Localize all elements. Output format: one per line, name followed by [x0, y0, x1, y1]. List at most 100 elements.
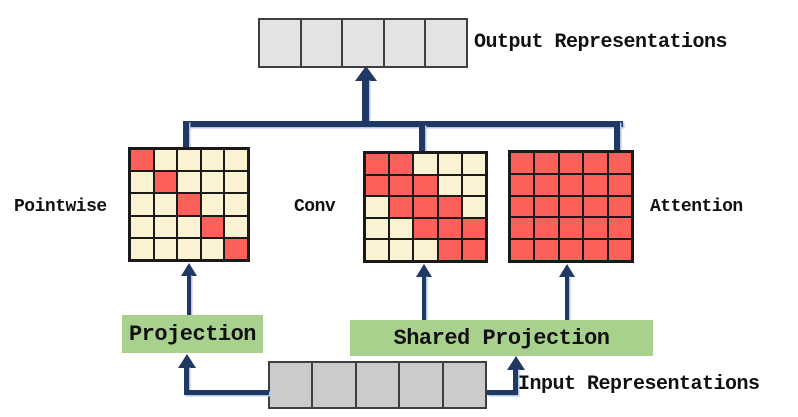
- matrix-cell-active: [224, 237, 248, 260]
- matrix-cell-active: [413, 217, 438, 240]
- arrowhead-up-to-output-icon: [355, 66, 377, 81]
- matrix-cell-inactive: [200, 171, 225, 194]
- connector-output-vertical: [362, 79, 369, 124]
- connector-shared-to-conv: [422, 275, 426, 321]
- conv-label: Conv: [294, 197, 336, 217]
- matrix-cell-inactive: [130, 193, 154, 216]
- matrix-cell-active: [461, 217, 486, 240]
- matrix-cell-active: [583, 217, 608, 240]
- output-representations-label: Output Representations: [474, 31, 728, 54]
- connector-drop-conv: [419, 124, 425, 152]
- matrix-cell-inactive: [200, 237, 225, 260]
- matrix-cell-active: [534, 217, 559, 240]
- matrix-cell-active: [607, 239, 632, 261]
- matrix-cell-active: [583, 173, 608, 196]
- matrix-cell-inactive: [389, 217, 414, 240]
- matrix-cell-active: [177, 193, 201, 216]
- matrix-cell-inactive: [365, 217, 390, 240]
- matrix-cell-active: [583, 195, 608, 218]
- matrix-cell-active: [558, 239, 584, 261]
- elbow-left-horizontal: [184, 390, 269, 395]
- matrix-cell-inactive: [130, 237, 154, 260]
- matrix-cell-active: [130, 149, 154, 172]
- matrix-cell-inactive: [177, 215, 201, 238]
- matrix-cell-active: [413, 196, 438, 218]
- matrix-cell-active: [607, 195, 632, 218]
- matrix-cell-inactive: [413, 153, 438, 175]
- arrowhead-up-to-projection-icon: [178, 354, 196, 368]
- attention-matrix: [508, 150, 634, 263]
- matrix-cell-inactive: [461, 196, 486, 218]
- arrowhead-up-to-pointwise-icon: [181, 263, 197, 276]
- matrix-cell-active: [510, 173, 535, 196]
- matrix-cell-active: [534, 239, 559, 261]
- arrowhead-up-to-conv-icon: [416, 264, 432, 277]
- matrix-cell-active: [389, 196, 414, 218]
- input-representations-label: Input Representations: [518, 373, 760, 396]
- matrix-cell-active: [583, 239, 608, 261]
- matrix-cell-active: [510, 152, 535, 174]
- matrix-cell-active: [583, 152, 608, 174]
- conv-matrix: [363, 151, 488, 263]
- matrix-cell-active: [607, 152, 632, 174]
- matrix-cell-active: [365, 174, 390, 197]
- matrix-cell-inactive: [365, 196, 390, 218]
- connector-projection-to-pointwise: [187, 274, 191, 316]
- matrix-cell-inactive: [200, 193, 225, 216]
- matrix-cell-active: [558, 173, 584, 196]
- connector-drop-pointwise: [183, 121, 189, 147]
- matrix-cell-inactive: [177, 171, 201, 194]
- shared-projection-label: Shared Projection: [393, 325, 610, 351]
- token-cell: [260, 20, 300, 66]
- matrix-cell-active: [413, 174, 438, 197]
- matrix-cell-inactive: [224, 149, 248, 172]
- matrix-cell-active: [153, 171, 178, 194]
- matrix-cell-active: [510, 195, 535, 218]
- token-cell: [311, 363, 355, 407]
- matrix-cell-active: [607, 173, 632, 196]
- token-cell: [382, 20, 425, 66]
- matrix-cell-inactive: [389, 239, 414, 261]
- matrix-cell-active: [534, 152, 559, 174]
- token-cell: [299, 20, 342, 66]
- matrix-cell-inactive: [461, 174, 486, 197]
- matrix-cell-inactive: [200, 149, 225, 172]
- token-cell: [424, 20, 466, 66]
- token-cell: [398, 363, 442, 407]
- matrix-cell-inactive: [224, 171, 248, 194]
- matrix-cell-inactive: [365, 239, 390, 261]
- matrix-cell-inactive: [130, 171, 154, 194]
- matrix-cell-active: [510, 239, 535, 261]
- matrix-cell-inactive: [224, 193, 248, 216]
- attention-label: Attention: [650, 197, 743, 217]
- matrix-cell-active: [461, 239, 486, 261]
- matrix-cell-active: [437, 239, 462, 261]
- token-cell: [341, 20, 383, 66]
- matrix-cell-active: [558, 217, 584, 240]
- projection-label: Projection: [128, 321, 257, 347]
- matrix-cell-inactive: [413, 239, 438, 261]
- shared-projection-box: Shared Projection: [350, 320, 653, 356]
- matrix-cell-active: [389, 153, 414, 175]
- matrix-cell-inactive: [437, 153, 462, 175]
- token-cell: [270, 363, 312, 407]
- arrowhead-up-to-attention-icon: [559, 264, 575, 277]
- matrix-cell-active: [534, 195, 559, 218]
- matrix-cell-inactive: [130, 215, 154, 238]
- matrix-cell-inactive: [153, 193, 178, 216]
- matrix-cell-active: [558, 195, 584, 218]
- connector-shared-to-attention: [565, 275, 569, 321]
- pointwise-matrix: [128, 147, 250, 262]
- matrix-cell-inactive: [153, 215, 178, 238]
- output-representations-row: [258, 18, 468, 68]
- matrix-cell-active: [437, 217, 462, 240]
- matrix-cell-inactive: [153, 149, 178, 172]
- connector-top-horizontal: [183, 121, 623, 127]
- matrix-cell-inactive: [177, 149, 201, 172]
- connector-drop-attention: [614, 121, 620, 150]
- pointwise-label: Pointwise: [14, 197, 107, 217]
- matrix-cell-inactive: [177, 237, 201, 260]
- matrix-cell-active: [607, 217, 632, 240]
- matrix-cell-active: [558, 152, 584, 174]
- matrix-cell-inactive: [437, 174, 462, 197]
